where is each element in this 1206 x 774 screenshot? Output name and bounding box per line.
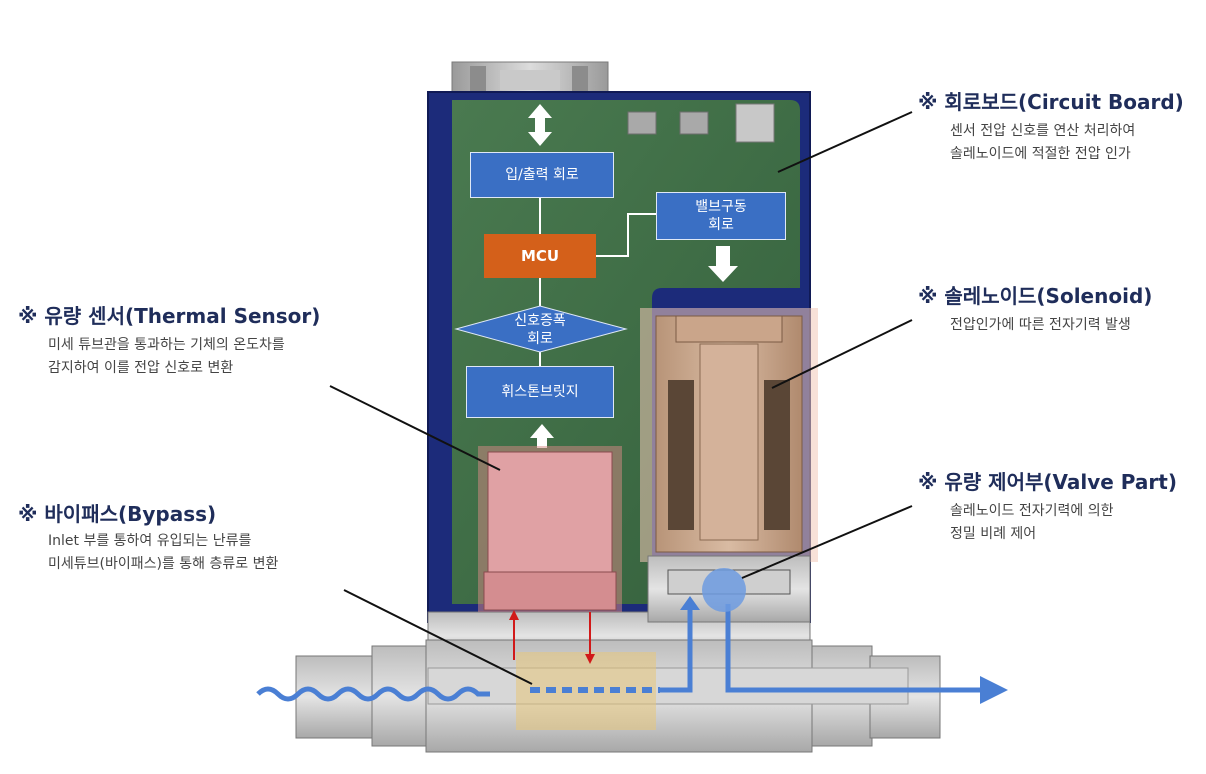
- signal-amp-label-line2: 회로: [527, 331, 553, 347]
- callout-solenoid-desc: 전압인가에 따른 전자기력 발생: [950, 314, 1131, 337]
- valve-drive-down-arrow: [708, 246, 738, 282]
- leader-bypass: [343, 589, 533, 685]
- mcu-label: MCU: [520, 247, 560, 265]
- callout-solenoid-line1: 전압인가에 따른 전자기력 발생: [950, 317, 1131, 333]
- io-double-arrow: [528, 104, 552, 146]
- callout-thermal-sensor-line1: 미세 튜브관을 통과하는 기체의 온도차를: [48, 337, 285, 353]
- callout-thermal-sensor-title: ※ 유량 센서(Thermal Sensor): [18, 304, 321, 328]
- leader-valve: [741, 505, 913, 579]
- callout-bypass-title: ※ 바이패스(Bypass): [18, 502, 217, 526]
- leader-circuit-board: [777, 111, 913, 173]
- flow-manifold: [295, 555, 941, 753]
- sensor-up-arrow: [530, 424, 554, 448]
- callout-thermal-sensor-line2: 감지하여 이를 전압 신호로 변환: [48, 360, 234, 376]
- callout-valve-line1: 솔레노이드 전자기력에 의한: [950, 503, 1114, 519]
- wheatstone-block: 휘스톤브릿지: [466, 366, 614, 418]
- callout-circuit-board-line1: 센서 전압 신호를 연산 처리하여: [950, 123, 1136, 139]
- signal-amp-label-line1: 신호증폭: [514, 313, 566, 329]
- solenoid-body: [640, 308, 818, 562]
- wheatstone-label: 휘스톤브릿지: [501, 384, 579, 400]
- valve-drive-block: 밸브구동 회로: [656, 192, 786, 240]
- callout-circuit-board-line2: 솔레노이드에 적절한 전압 인가: [950, 146, 1131, 162]
- callout-bypass-line1: Inlet 부를 통하여 유입되는 난류를: [48, 533, 252, 549]
- io-circuit-label: 입/출력 회로: [505, 167, 579, 183]
- callout-bypass-line2: 미세튜브(바이패스)를 통해 층류로 변환: [48, 556, 279, 572]
- leader-solenoid: [771, 319, 913, 389]
- callout-thermal-sensor-desc: 미세 튜브관을 통과하는 기체의 온도차를 감지하여 이를 전압 신호로 변환: [48, 334, 285, 380]
- signal-amp-diamond: [454, 305, 628, 353]
- mcu-block: MCU: [484, 234, 596, 278]
- io-circuit-block: 입/출력 회로: [470, 152, 614, 198]
- callout-valve-line2: 정밀 비례 제어: [950, 526, 1037, 542]
- thermal-sensor-body: [478, 446, 622, 612]
- callout-valve-desc: 솔레노이드 전자기력에 의한 정밀 비례 제어: [950, 500, 1113, 546]
- top-connector: [451, 61, 609, 97]
- callout-circuit-board-desc: 센서 전압 신호를 연산 처리하여 솔레노이드에 적절한 전압 인가: [950, 120, 1135, 166]
- signal-amp-label: 신호증폭 회로: [490, 312, 590, 348]
- valve-drive-label-line1: 밸브구동: [695, 199, 747, 215]
- callout-valve-title: ※ 유량 제어부(Valve Part): [918, 470, 1177, 494]
- callout-bypass-desc: Inlet 부를 통하여 유입되는 난류를 미세튜브(바이패스)를 통해 층류로…: [48, 530, 278, 576]
- leader-thermal-sensor: [329, 385, 501, 471]
- callout-solenoid-title: ※ 솔레노이드(Solenoid): [918, 284, 1153, 308]
- gas-flow-path: [256, 568, 1008, 704]
- callout-circuit-board-title: ※ 회로보드(Circuit Board): [918, 90, 1184, 114]
- valve-drive-label-line2: 회로: [708, 217, 734, 233]
